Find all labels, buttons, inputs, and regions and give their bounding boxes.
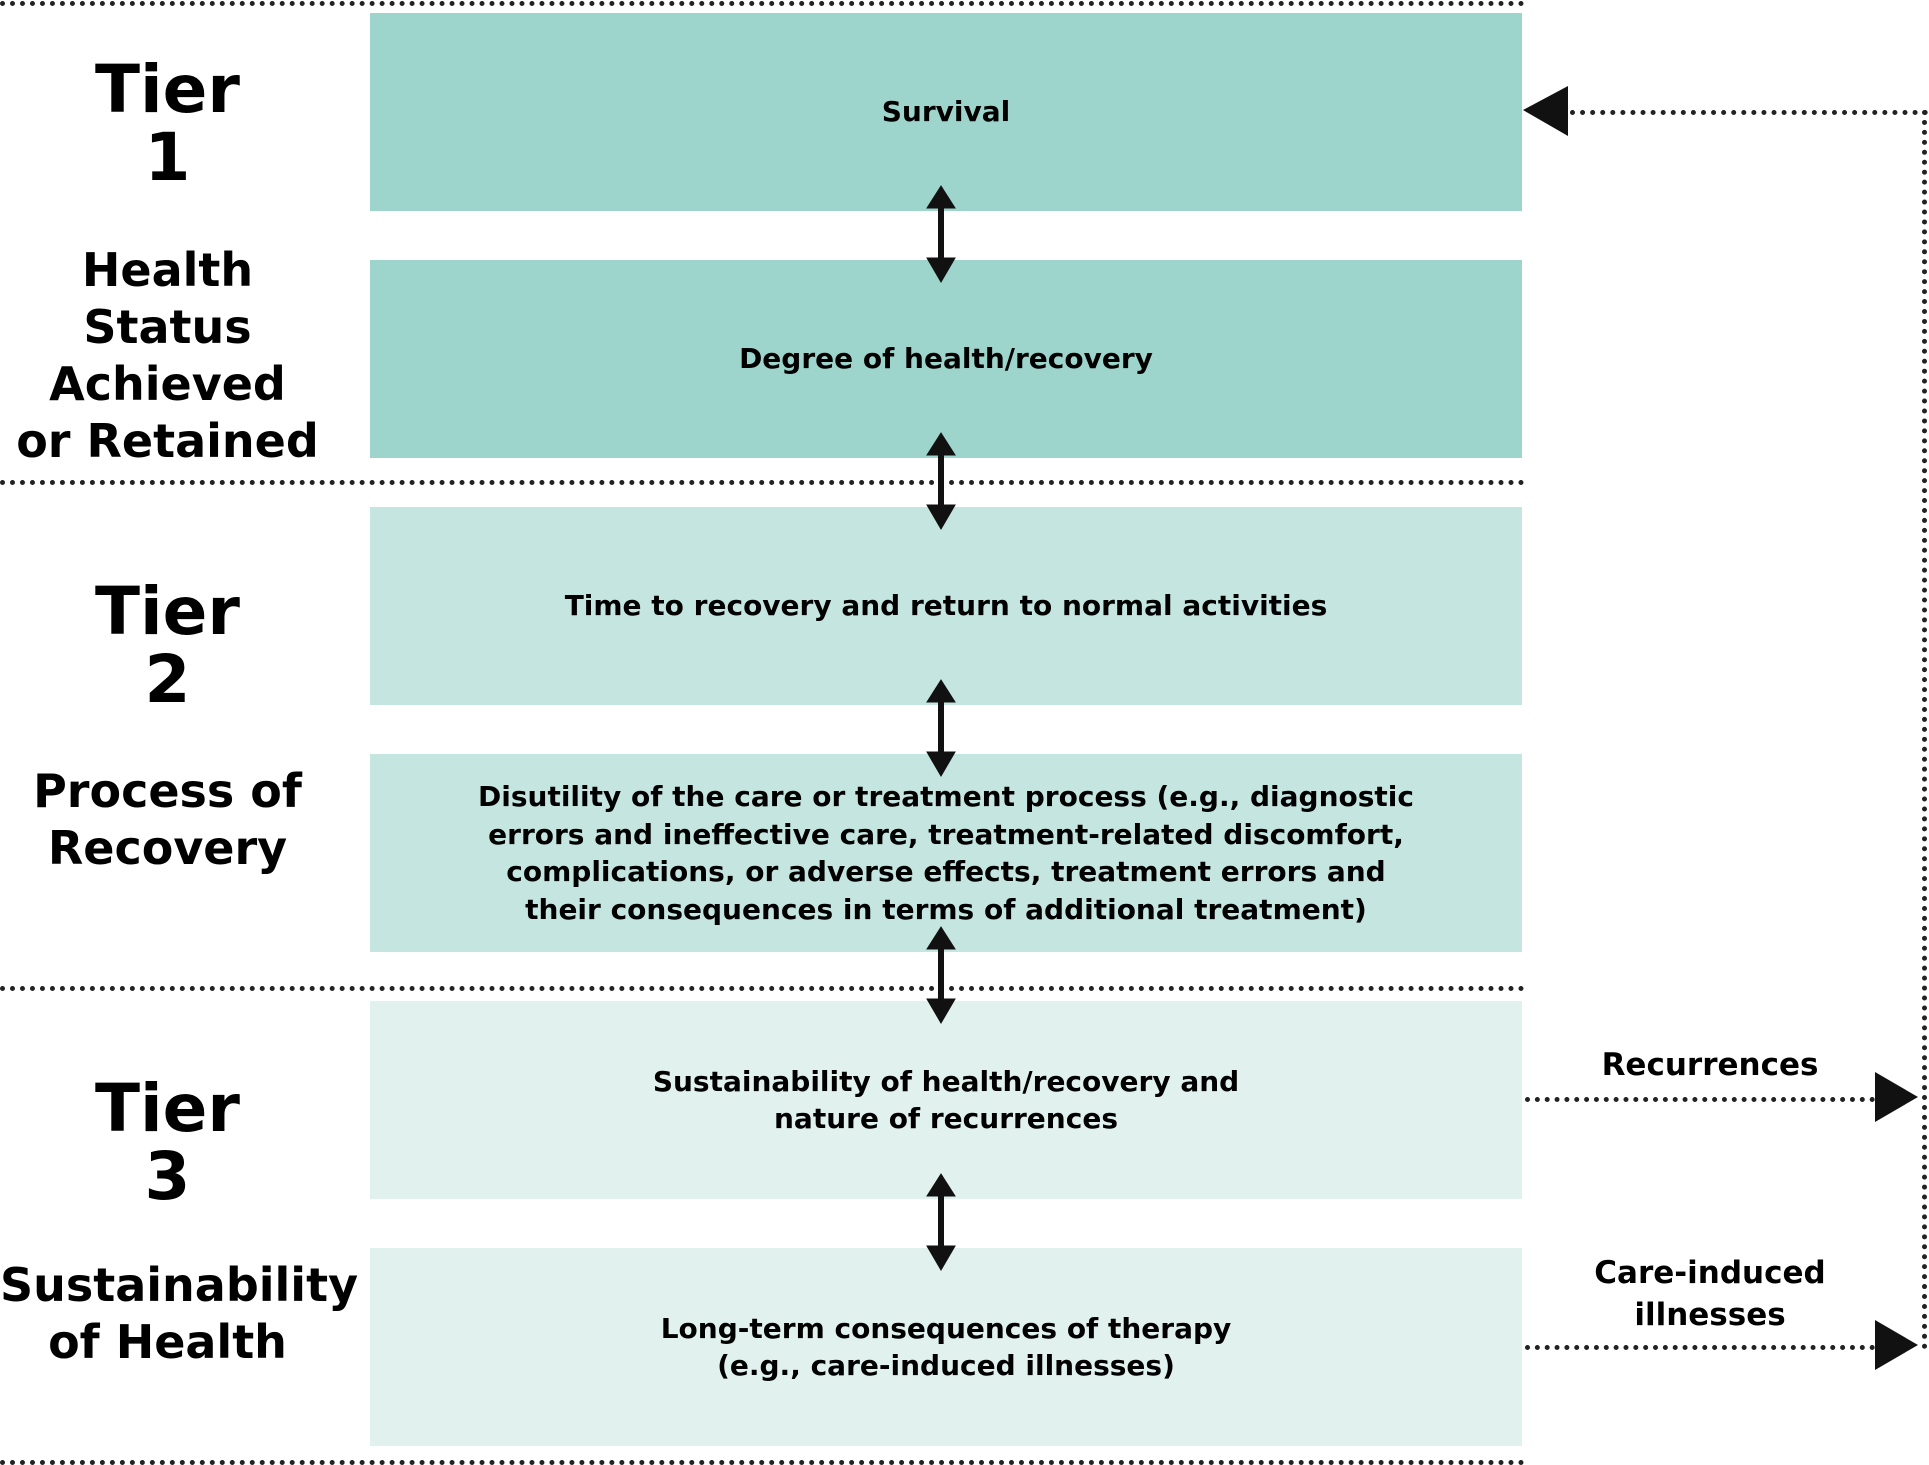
tier1-number: 1 [144, 119, 191, 196]
box-long-term-consequences: Long-term consequences of therapy (e.g.,… [370, 1248, 1522, 1446]
survival-feedback-arrowhead [1523, 86, 1568, 136]
tier2-title: Process of Recovery [33, 764, 302, 875]
double-arrow-5 [926, 1173, 956, 1271]
box-long-term-consequences-text: Long-term consequences of therapy (e.g.,… [660, 1311, 1232, 1383]
box-disutility-text: Disutility of the care or treatment proc… [478, 780, 1414, 926]
tier1-tier2-separator [0, 480, 1525, 485]
tier3-word: Tier [95, 1070, 240, 1147]
box-survival: Survival [370, 13, 1522, 211]
tier1-word: Tier [95, 51, 240, 128]
box-time-to-recovery: Time to recovery and return to normal ac… [370, 507, 1522, 705]
double-arrow-2 [926, 432, 956, 530]
box-sustainability: Sustainability of health/recovery and na… [370, 1001, 1522, 1199]
care-induced-arrowhead [1875, 1320, 1918, 1370]
tier3-number: 3 [144, 1138, 191, 1215]
care-induced-label: Care-induced illnesses [1594, 1255, 1826, 1333]
tier1-title: Health Status Achieved or Retained [16, 243, 319, 468]
double-arrow-1 [926, 185, 956, 283]
bottom-separator [0, 1460, 1525, 1465]
box-degree-of-health: Degree of health/recovery [370, 260, 1522, 458]
tier2-number: 2 [144, 641, 191, 718]
tier2-tier3-separator [0, 986, 1525, 991]
recurrences-arrowhead [1875, 1072, 1918, 1122]
double-arrow-3 [926, 679, 956, 777]
tier3-heading: Tier 3 [0, 1075, 335, 1211]
feedback-top-connector [1570, 110, 1928, 115]
recurrences-label: Recurrences [1601, 1047, 1819, 1083]
double-arrow-4 [926, 926, 956, 1024]
top-separator [0, 1, 1525, 6]
recurrences-connector [1525, 1097, 1875, 1102]
care-induced-connector [1525, 1345, 1875, 1350]
tier3-title: Sustainability of Health [0, 1258, 359, 1369]
box-survival-text: Survival [881, 95, 1011, 129]
feedback-vertical-line [1922, 110, 1927, 1350]
box-disutility: Disutility of the care or treatment proc… [370, 754, 1522, 952]
box-sustainability-text: Sustainability of health/recovery and na… [652, 1064, 1240, 1136]
tier1-heading: Tier 1 [0, 56, 335, 192]
box-time-to-recovery-text: Time to recovery and return to normal ac… [564, 589, 1328, 623]
tier2-word: Tier [95, 573, 240, 650]
tier2-heading: Tier 2 [0, 578, 335, 714]
box-degree-of-health-text: Degree of health/recovery [739, 342, 1153, 376]
